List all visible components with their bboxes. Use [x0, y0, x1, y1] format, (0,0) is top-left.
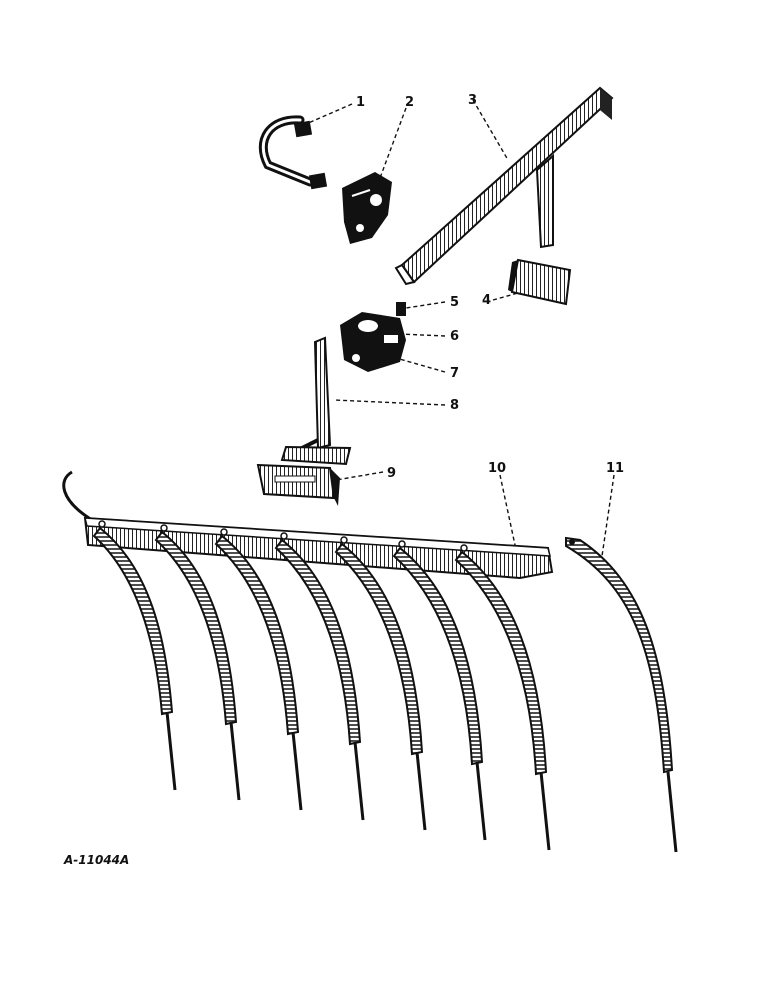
spring-tooth-tip	[165, 711, 177, 791]
callout-10: 10	[488, 461, 506, 476]
callout-7: 7	[450, 366, 459, 381]
callout-11: 11	[606, 461, 624, 476]
leader-lines	[305, 99, 615, 557]
spring-tooth-tip	[475, 761, 487, 841]
part-10-tooth-bar	[62, 470, 554, 580]
spring-teeth	[92, 520, 551, 851]
callout-8: 8	[450, 398, 459, 413]
tooth-bolt	[98, 520, 106, 528]
part-2-casting	[342, 172, 392, 244]
spring-tooth	[92, 526, 174, 716]
part-8-bracket	[280, 336, 352, 466]
tooth-bolt	[460, 544, 468, 552]
part-4-plate	[508, 258, 572, 306]
spring-tooth-tip	[415, 751, 427, 831]
callouts: 1 2 3 4 5 6 7 8 9 10 11	[356, 93, 624, 481]
spring-tooth-tip	[229, 721, 241, 801]
tooth-bolt	[340, 536, 348, 544]
figure-id: A-11044A	[63, 853, 129, 867]
tooth-bolt	[398, 540, 406, 548]
tooth-bolt	[220, 528, 228, 536]
tooth-bolt	[160, 524, 168, 532]
spring-tooth-tip	[291, 731, 303, 811]
tooth-bolt	[280, 532, 288, 540]
part-5-6-7-clamp	[340, 302, 406, 372]
spring-tooth-tip	[353, 741, 365, 821]
callout-4: 4	[482, 293, 491, 308]
part-11-tooth	[565, 536, 678, 853]
part-3-rake-bar	[394, 86, 614, 286]
callout-9: 9	[387, 466, 396, 481]
spring-tooth	[214, 534, 300, 736]
spring-tooth	[454, 550, 548, 776]
callout-5: 5	[450, 295, 459, 310]
callout-3: 3	[468, 93, 477, 108]
callout-2: 2	[405, 95, 414, 110]
callout-6: 6	[450, 329, 459, 344]
spring-tooth	[392, 546, 484, 766]
part-1-u-bolt	[258, 115, 328, 190]
callout-1: 1	[356, 95, 365, 110]
spring-tooth-tip	[539, 771, 551, 851]
spring-tooth	[334, 542, 424, 756]
spring-tooth	[154, 530, 238, 726]
part-9-channel	[256, 463, 340, 506]
